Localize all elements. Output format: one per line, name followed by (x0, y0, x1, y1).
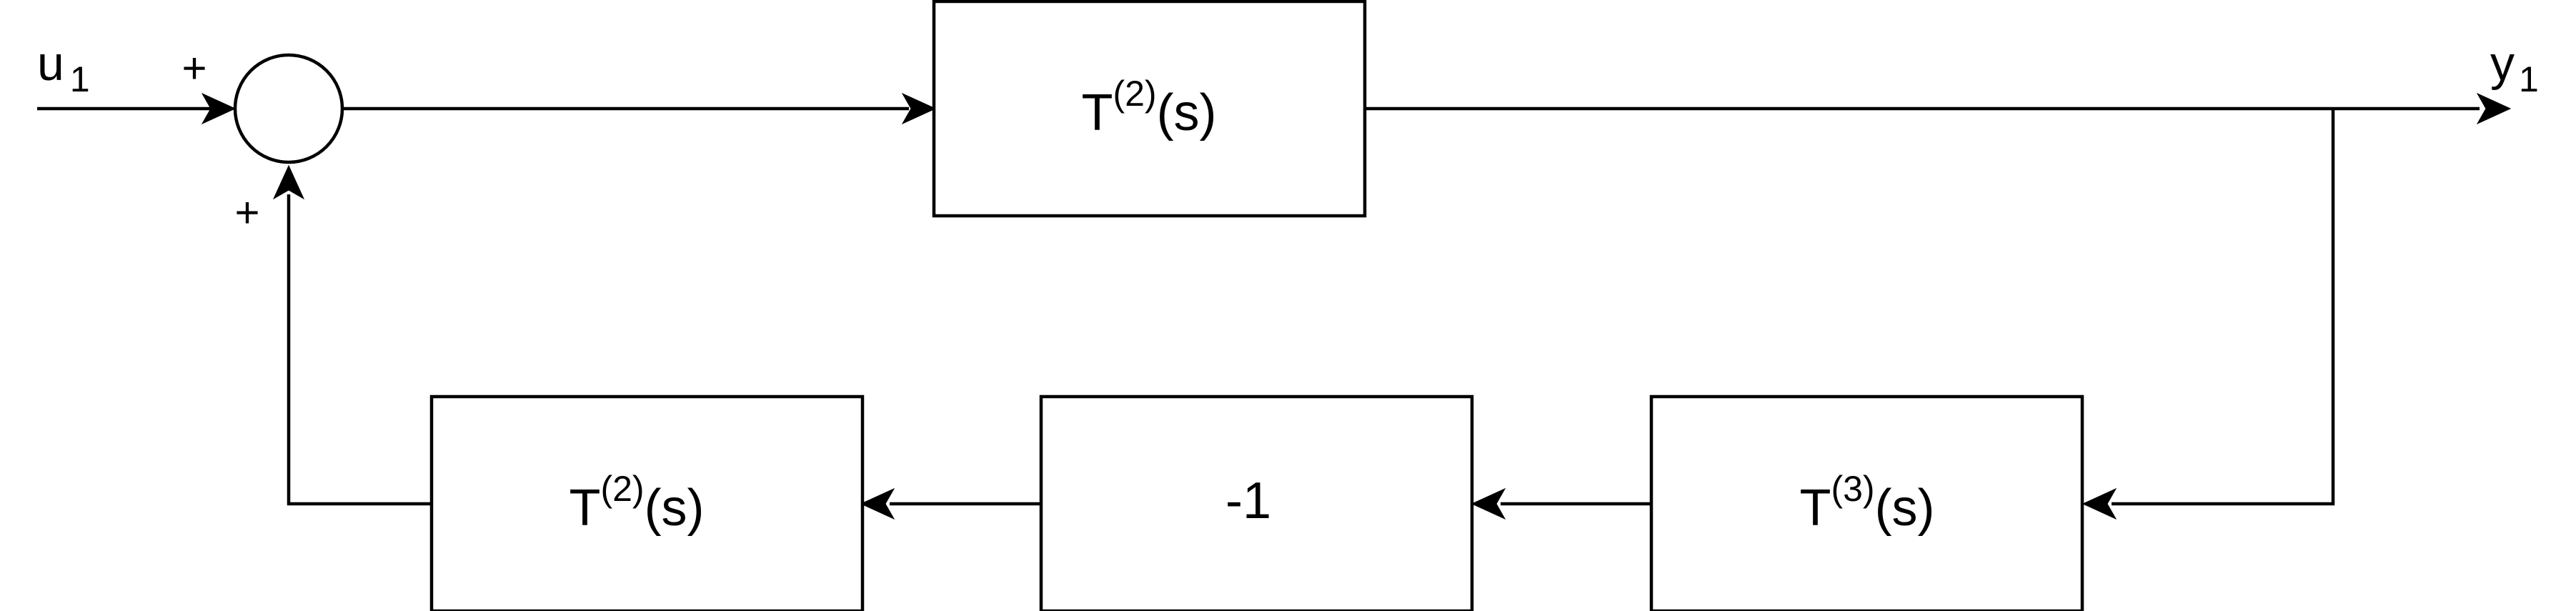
output-arrowhead (2476, 92, 2512, 125)
forward-block-superscript: (2) (1113, 74, 1156, 114)
forward-input-arrowhead (901, 92, 937, 125)
feedback-right-block-superscript: (3) (1831, 469, 1874, 509)
feedback-right-block-base: T (1799, 480, 1831, 537)
input-signal-base: u (37, 36, 64, 91)
junction-feedback-arrowhead (272, 164, 305, 200)
summing-junction (233, 53, 344, 164)
feedback-tap-line (2112, 109, 2335, 506)
gain-input-arrowhead (1471, 487, 1506, 520)
feedback-left-block-superscript: (2) (600, 469, 644, 509)
t2-to-junction-line (287, 194, 432, 506)
forward-block-tail: (s) (1157, 84, 1217, 141)
feedback-left-block (429, 394, 865, 611)
feedback-gain-block (1039, 394, 1474, 611)
junction-bottom-sign: + (234, 189, 259, 237)
t2-feedback-input-arrowhead (860, 487, 895, 520)
t3-input-arrowhead (2082, 487, 2117, 520)
feedback-right-block-label: T(3)(s) (1799, 469, 1934, 537)
feedback-left-block-tail: (s) (645, 480, 705, 537)
input-signal-subscript: 1 (70, 59, 90, 99)
feedback-left-block-base: T (569, 480, 600, 537)
forward-block (932, 0, 1367, 218)
input-arrowhead (201, 92, 237, 125)
feedback-right-block (1649, 394, 2084, 611)
output-signal-subscript: 1 (2519, 59, 2539, 99)
feedback-gain-block-label: -1 (1225, 472, 1271, 530)
feedback-right-block-tail: (s) (1875, 480, 1935, 537)
feedback-left-block-label: T(2)(s) (569, 469, 704, 537)
output-signal-base: y (2490, 36, 2515, 91)
junction-top-sign: + (181, 44, 207, 92)
forward-block-base: T (1081, 84, 1113, 141)
forward-block-label: T(2)(s) (1081, 74, 1216, 141)
